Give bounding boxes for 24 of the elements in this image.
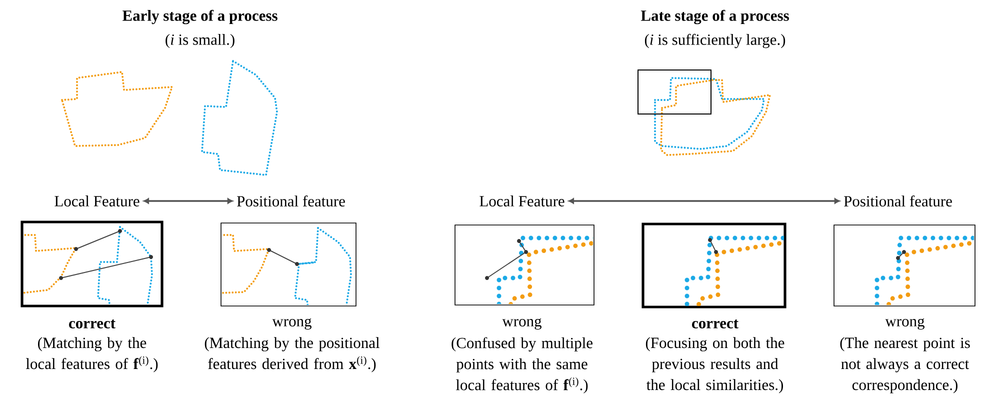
feature-label: Local Feature bbox=[54, 196, 140, 206]
subheading: (i is small.) bbox=[166, 34, 234, 48]
caption-heading: correct bbox=[692, 320, 738, 328]
heading: Early stage of a process bbox=[122, 10, 278, 24]
caption-heading: wrong bbox=[885, 318, 924, 330]
panel bbox=[20, 220, 164, 308]
double-arrow bbox=[568, 198, 840, 204]
caption-heading: wrong bbox=[272, 318, 312, 330]
subheading: (i is sufficiently large.) bbox=[644, 34, 786, 48]
caption-heading: correct bbox=[69, 320, 116, 328]
panel bbox=[454, 224, 594, 306]
caption-text: (Focusing on both the previous results and the local similarities.) bbox=[646, 337, 784, 394]
panel bbox=[834, 224, 976, 306]
heading: Late stage of a process bbox=[640, 10, 789, 24]
caption-text: (Matching by the positional features derived from x$^{(i)}$.) bbox=[204, 337, 380, 372]
caption-heading: wrong bbox=[502, 318, 542, 330]
double-arrow bbox=[144, 198, 233, 204]
caption-text: (The nearest point is not always a correct correspondence.) bbox=[840, 337, 970, 394]
feature-label: Positional feature bbox=[844, 195, 952, 207]
panel bbox=[642, 222, 786, 308]
feature-label: Positional feature bbox=[237, 195, 345, 207]
feature-label: Local Feature bbox=[480, 196, 564, 206]
caption-text: (Matching by the local features of f$^{(i)}$.) bbox=[26, 337, 158, 372]
caption-text: (Confused by multiple points with the same local features of f$^{(i)}$.) bbox=[452, 337, 592, 394]
